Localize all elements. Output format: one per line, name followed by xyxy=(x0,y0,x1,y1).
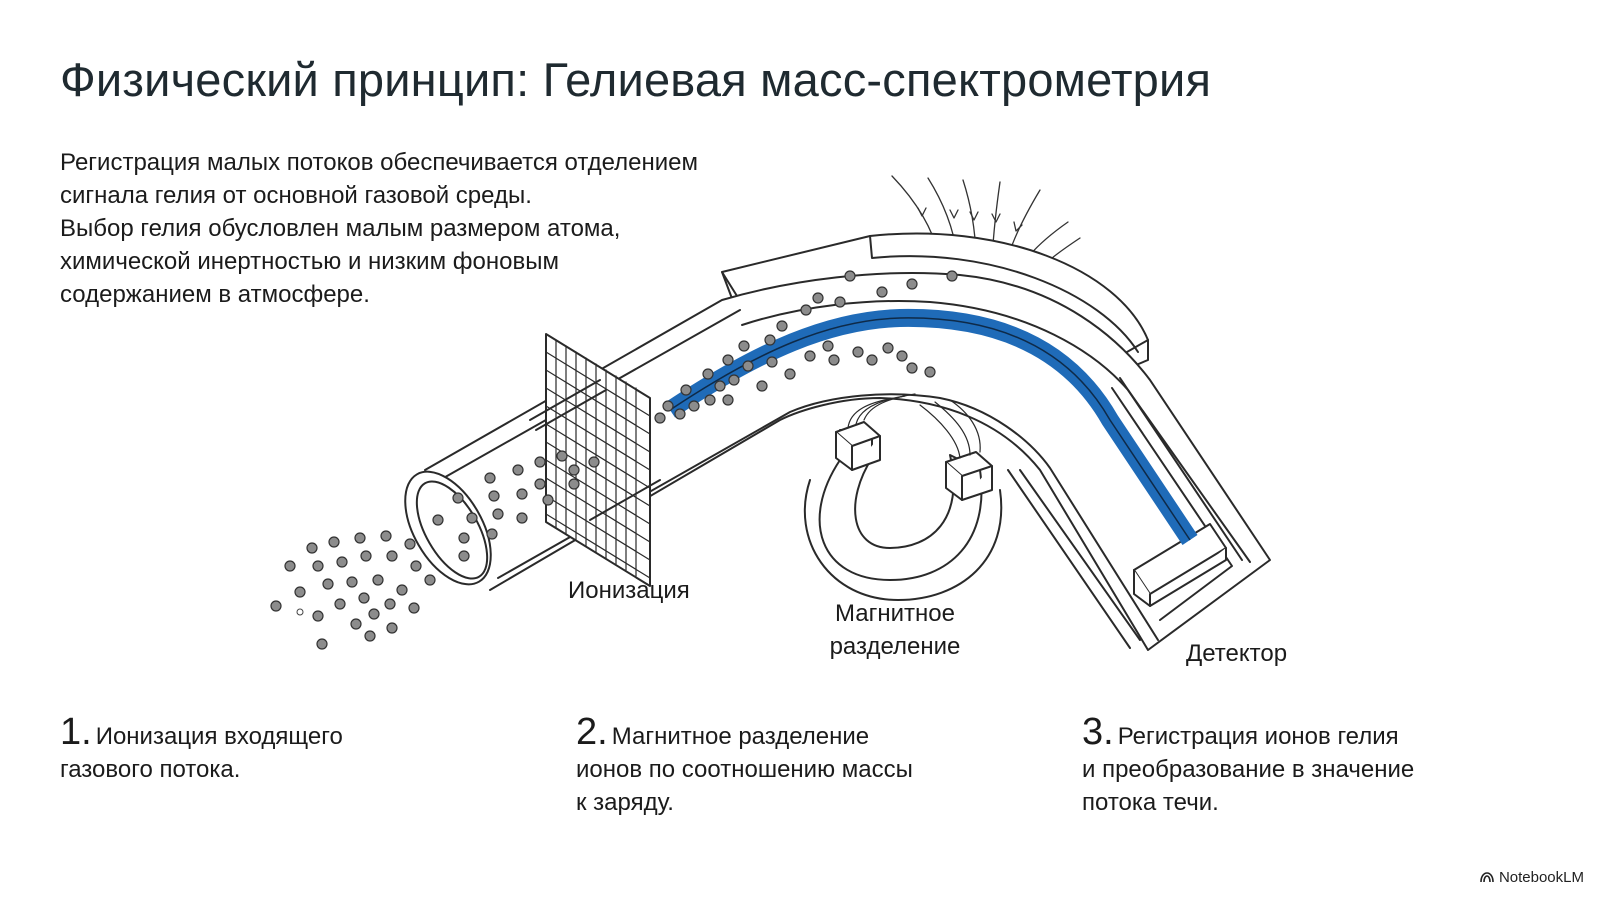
step-text: и преобразование в значение xyxy=(1082,756,1415,783)
label-detector: Детектор xyxy=(1186,640,1288,667)
step-text: ионов по соотношению массы xyxy=(576,756,913,783)
label-magnetic-separation: Магнитное разделение xyxy=(820,597,970,663)
horseshoe-magnet xyxy=(803,421,1003,601)
brand-name: NotebookLM xyxy=(1498,869,1584,886)
slide-title: Физический принцип: Гелиевая масс-спектр… xyxy=(60,53,1212,106)
step-number: 1. xyxy=(60,711,92,753)
label-magnetic-line: Магнитное xyxy=(835,600,955,627)
step-number: 3. xyxy=(1082,711,1114,753)
label-magnetic-line: разделение xyxy=(829,633,961,660)
step-text: Регистрация ионов гелия xyxy=(1117,723,1399,750)
step-text: Магнитное разделение xyxy=(611,723,870,750)
step-number: 2. xyxy=(576,711,608,753)
intro-text: Регистрация малых потоков обеспечивается… xyxy=(60,146,820,311)
intro-line: сигнала гелия от основной газовой среды. xyxy=(60,182,532,209)
intro-line: Выбор гелия обусловлен малым размером ат… xyxy=(60,215,621,242)
label-ionization: Ионизация xyxy=(568,577,690,604)
magnet-wires xyxy=(847,393,981,459)
step-text: газового потока. xyxy=(60,756,241,783)
brand-badge: NotebookLM xyxy=(1480,869,1584,886)
intro-line: Регистрация малых потоков обеспечивается… xyxy=(60,149,698,176)
intro-line: содержанием в атмосфере. xyxy=(60,281,370,308)
step-text: Ионизация входящего xyxy=(95,723,343,750)
step-text: потока течи. xyxy=(1082,789,1219,816)
step-1: 1.Ионизация входящего газового потока. xyxy=(60,713,343,786)
intro-line: химической инертностью и низким фоновым xyxy=(60,248,559,275)
step-text: к заряду. xyxy=(576,789,674,816)
step-3: 3.Регистрация ионов гелия и преобразован… xyxy=(1082,713,1415,819)
notebooklm-logo-icon xyxy=(1480,872,1494,883)
detector-block xyxy=(1133,523,1227,607)
gas-particles xyxy=(270,270,958,650)
step-2: 2.Магнитное разделение ионов по соотноше… xyxy=(576,713,913,819)
